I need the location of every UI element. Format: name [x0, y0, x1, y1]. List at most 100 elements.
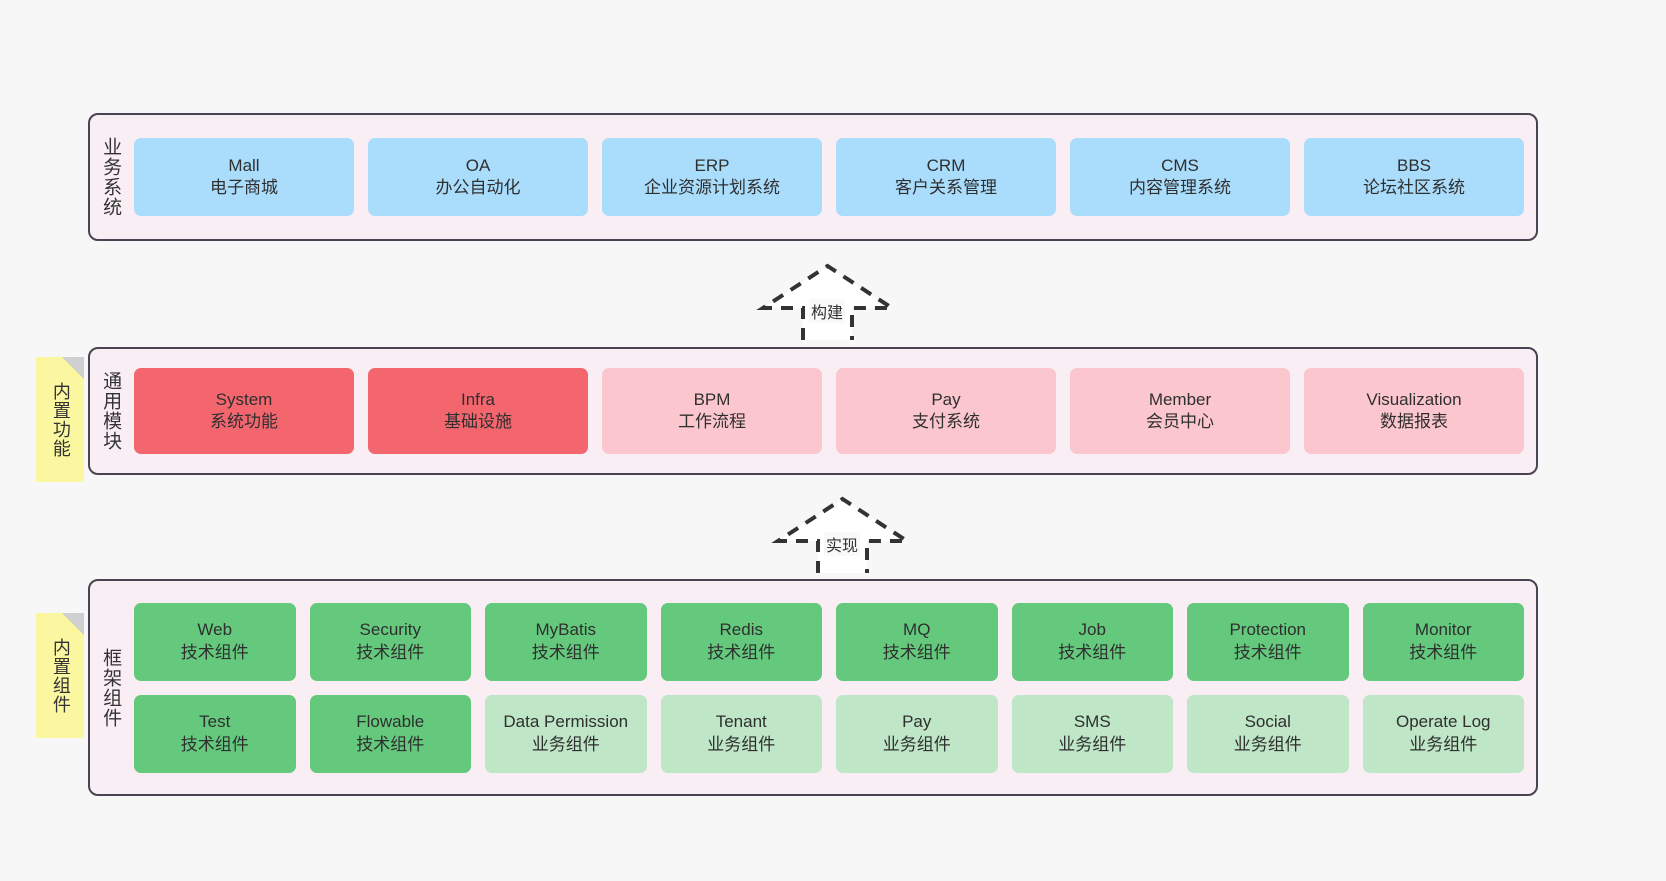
layer-common-modules: 通用模块 System 系统功能 Infra 基础设施 BPM 工作流程 Pay	[88, 347, 1538, 475]
card-mybatis[interactable]: MyBatis 技术组件	[485, 602, 647, 681]
card-web[interactable]: Web 技术组件	[134, 602, 296, 681]
card-oa-name: OA	[465, 155, 491, 175]
card-infra[interactable]: Infra 基础设施	[368, 368, 588, 454]
card-erp-desc: 企业资源计划系统	[644, 178, 780, 197]
card-test-desc: 技术组件	[180, 734, 249, 754]
framework-components-row-2: Test 技术组件 Flowable 技术组件 Data Permission …	[134, 694, 1524, 773]
layer-body-common-modules: System 系统功能 Infra 基础设施 BPM 工作流程 Pay 支付系统…	[130, 349, 1536, 473]
card-bpm-name: BPM	[693, 389, 731, 409]
card-member-desc: 会员中心	[1146, 412, 1214, 431]
card-flowable[interactable]: Flowable 技术组件	[309, 694, 471, 773]
card-erp[interactable]: ERP 企业资源计划系统	[602, 138, 822, 216]
card-cms[interactable]: CMS 内容管理系统	[1070, 138, 1290, 216]
card-system-desc: 系统功能	[210, 412, 278, 431]
card-member[interactable]: Member 会员中心	[1070, 368, 1290, 454]
card-crm-desc: 客户关系管理	[895, 178, 997, 197]
card-mybatis-name: MyBatis	[535, 620, 596, 640]
layer-framework-components: 框架组件 Web 技术组件 Security 技术组件 MyBatis 技术组件…	[88, 579, 1538, 796]
card-oa[interactable]: OA 办公自动化	[368, 138, 588, 216]
card-data-permission-desc: 业务组件	[531, 734, 600, 754]
card-social-name: Social	[1244, 712, 1291, 732]
card-data-permission-name: Data Permission	[503, 712, 629, 732]
card-job-desc: 技术组件	[1058, 642, 1127, 662]
card-pay-module[interactable]: Pay 支付系统	[836, 368, 1056, 454]
business-systems-row: Mall 电子商城 OA 办公自动化 ERP 企业资源计划系统 CRM 客户关系…	[134, 138, 1524, 216]
framework-components-row-1: Web 技术组件 Security 技术组件 MyBatis 技术组件 Redi…	[134, 602, 1524, 681]
card-oa-desc: 办公自动化	[435, 178, 521, 197]
card-operate-log[interactable]: Operate Log 业务组件	[1362, 694, 1524, 773]
card-sms[interactable]: SMS 业务组件	[1011, 694, 1173, 773]
card-visualization[interactable]: Visualization 数据报表	[1304, 368, 1524, 454]
card-web-name: Web	[197, 620, 233, 640]
card-operate-log-name: Operate Log	[1395, 712, 1491, 732]
sticky-note-builtin-features-label: 内置功能	[50, 381, 71, 458]
sticky-note-builtin-components: 内置组件	[36, 613, 84, 738]
card-pay-component-desc: 业务组件	[882, 734, 951, 754]
card-system-name: System	[215, 389, 273, 409]
card-redis-desc: 技术组件	[707, 642, 776, 662]
sticky-note-builtin-features: 内置功能	[36, 357, 84, 482]
card-member-name: Member	[1148, 389, 1212, 409]
card-infra-name: Infra	[460, 389, 496, 409]
card-system[interactable]: System 系统功能	[134, 368, 354, 454]
card-mq-desc: 技术组件	[882, 642, 951, 662]
card-pay-module-name: Pay	[931, 389, 961, 409]
common-modules-row: System 系统功能 Infra 基础设施 BPM 工作流程 Pay 支付系统…	[134, 368, 1524, 454]
card-infra-desc: 基础设施	[444, 412, 512, 431]
card-redis[interactable]: Redis 技术组件	[660, 602, 822, 681]
card-mq[interactable]: MQ 技术组件	[836, 602, 998, 681]
layer-body-framework-components: Web 技术组件 Security 技术组件 MyBatis 技术组件 Redi…	[130, 581, 1536, 794]
card-mall[interactable]: Mall 电子商城	[134, 138, 354, 216]
card-mybatis-desc: 技术组件	[531, 642, 600, 662]
card-crm[interactable]: CRM 客户关系管理	[836, 138, 1056, 216]
layer-title-framework-components: 框架组件	[100, 647, 122, 728]
card-crm-name: CRM	[926, 155, 966, 175]
card-test-name: Test	[199, 712, 231, 732]
card-mall-desc: 电子商城	[210, 178, 278, 197]
card-data-permission[interactable]: Data Permission 业务组件	[485, 694, 647, 773]
card-mq-name: MQ	[903, 620, 931, 640]
card-tenant-desc: 业务组件	[707, 734, 776, 754]
card-cms-name: CMS	[1161, 155, 1199, 175]
card-pay-module-desc: 支付系统	[912, 412, 980, 431]
card-protection[interactable]: Protection 技术组件	[1187, 602, 1349, 681]
card-sms-desc: 业务组件	[1058, 734, 1127, 754]
card-bpm-desc: 工作流程	[678, 412, 746, 431]
card-bbs-name: BBS	[1396, 155, 1432, 175]
card-pay-component[interactable]: Pay 业务组件	[836, 694, 998, 773]
card-mall-name: Mall	[228, 155, 260, 175]
card-bbs[interactable]: BBS 论坛社区系统	[1304, 138, 1524, 216]
card-job[interactable]: Job 技术组件	[1011, 602, 1173, 681]
layer-business-systems: 业务系统 Mall 电子商城 OA 办公自动化 ERP 企业资源计划系统 CRM	[88, 113, 1538, 241]
card-monitor-desc: 技术组件	[1409, 642, 1478, 662]
card-visualization-desc: 数据报表	[1380, 412, 1448, 431]
card-protection-desc: 技术组件	[1233, 642, 1302, 662]
card-operate-log-desc: 业务组件	[1409, 734, 1478, 754]
card-redis-name: Redis	[719, 620, 763, 640]
card-protection-name: Protection	[1229, 620, 1307, 640]
arrow-build-label: 构建	[808, 299, 846, 323]
card-security[interactable]: Security 技术组件	[309, 602, 471, 681]
card-web-desc: 技术组件	[180, 642, 249, 662]
card-tenant-name: Tenant	[715, 712, 767, 732]
card-visualization-name: Visualization	[1366, 389, 1462, 409]
card-tenant[interactable]: Tenant 业务组件	[660, 694, 822, 773]
layer-title-business-systems: 业务系统	[100, 137, 122, 217]
card-pay-component-name: Pay	[902, 712, 932, 732]
card-monitor[interactable]: Monitor 技术组件	[1362, 602, 1524, 681]
card-security-desc: 技术组件	[356, 642, 425, 662]
layer-body-business-systems: Mall 电子商城 OA 办公自动化 ERP 企业资源计划系统 CRM 客户关系…	[130, 115, 1536, 239]
card-social[interactable]: Social 业务组件	[1187, 694, 1349, 773]
arrow-implement-label: 实现	[823, 532, 861, 556]
sticky-note-builtin-components-label: 内置组件	[50, 637, 71, 714]
card-test[interactable]: Test 技术组件	[134, 694, 296, 773]
card-cms-desc: 内容管理系统	[1129, 178, 1231, 197]
card-social-desc: 业务组件	[1233, 734, 1302, 754]
card-sms-name: SMS	[1073, 712, 1111, 732]
card-job-name: Job	[1078, 620, 1106, 640]
card-bpm[interactable]: BPM 工作流程	[602, 368, 822, 454]
card-erp-name: ERP	[694, 155, 730, 175]
card-bbs-desc: 论坛社区系统	[1363, 178, 1465, 197]
card-flowable-name: Flowable	[356, 712, 425, 732]
